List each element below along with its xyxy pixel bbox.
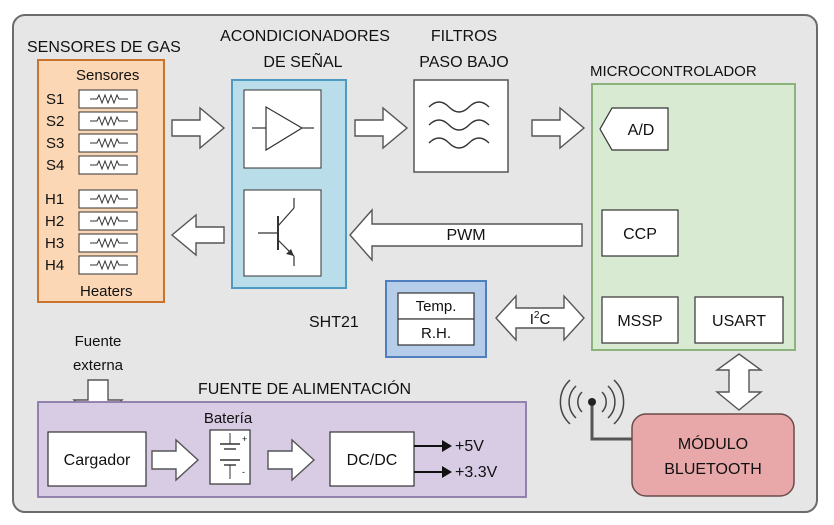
sensor-resistor-s2 — [78, 111, 138, 131]
dcdc-label: DC/DC — [347, 452, 398, 469]
antenna-icon — [559, 379, 632, 441]
bluetooth-label-line1: MÓDULO — [678, 434, 748, 453]
sht21-label: SHT21 — [309, 314, 359, 331]
pwm-label: PWM — [446, 227, 485, 244]
charger-block — [47, 431, 147, 487]
conditioners-title-line2: DE SEÑAL — [263, 51, 342, 71]
heater-resistor-h1 — [78, 189, 138, 209]
usart-block — [694, 296, 784, 344]
sensors-title: SENSORES DE GAS — [27, 39, 181, 56]
bluetooth-module — [631, 413, 795, 497]
arrow-usart-bluetooth — [714, 353, 764, 411]
heaters-label: Heaters — [80, 283, 133, 300]
external-source-line2: externa — [73, 357, 124, 374]
arrow-battery-to-dcdc — [267, 438, 316, 482]
external-source-line1: Fuente — [75, 333, 122, 350]
ccp-label: CCP — [623, 226, 657, 243]
heater-resistor-h4 — [78, 255, 138, 275]
sensor-label-s4: S4 — [46, 157, 64, 174]
heater-label-h2: H2 — [45, 213, 64, 230]
bluetooth-label-line2: BLUETOOTH — [664, 461, 762, 478]
sensor-resistor-s4 — [78, 155, 138, 175]
sensor-resistor-s3 — [78, 133, 138, 153]
heater-label-h4: H4 — [45, 257, 64, 274]
arrow-filters-to-mcu — [531, 106, 586, 150]
transistor-icon — [243, 189, 322, 277]
heater-label-h3: H3 — [45, 235, 64, 252]
amplifier-icon — [243, 89, 322, 169]
arrow-conditioners-to-heaters — [170, 213, 225, 257]
humidity-label: R.H. — [421, 325, 451, 342]
output-arrow-3v3 — [414, 466, 452, 478]
sensor-label-s2: S2 — [46, 113, 64, 130]
svg-text:-: - — [242, 467, 245, 477]
arrow-pwm — [349, 208, 583, 262]
conditioners-title-line1: ACONDICIONADORES — [220, 28, 390, 45]
arrow-sensors-to-conditioners — [171, 106, 226, 150]
usart-label: USART — [712, 313, 766, 330]
sensor-resistor-s1 — [78, 89, 138, 109]
charger-label: Cargador — [64, 452, 131, 469]
dcdc-block — [329, 431, 415, 487]
filter-block — [413, 79, 509, 173]
output-arrow-5v — [414, 440, 452, 452]
sensor-label-s3: S3 — [46, 135, 64, 152]
temperature-label: Temp. — [416, 298, 457, 315]
arrow-i2c-bus — [495, 294, 585, 342]
ad-converter-block — [599, 107, 669, 151]
mssp-block — [601, 296, 679, 344]
humidity-cell — [397, 318, 475, 346]
ad-label: A/D — [628, 122, 655, 139]
sensors-label: Sensores — [76, 67, 139, 84]
mssp-label: MSSP — [617, 313, 662, 330]
heater-resistor-h3 — [78, 233, 138, 253]
heater-resistor-h2 — [78, 211, 138, 231]
sensor-label-s1: S1 — [46, 91, 64, 108]
svg-text:+: + — [242, 434, 247, 444]
battery-icon: + - — [209, 429, 251, 485]
heater-label-h1: H1 — [45, 191, 64, 208]
filters-title-line1: FILTROS — [431, 28, 497, 45]
output-5v-label: +5V — [455, 438, 484, 455]
ccp-block — [601, 209, 679, 257]
mcu-title: MICROCONTROLADOR — [590, 63, 757, 80]
power-title: FUENTE DE ALIMENTACIÓN — [198, 379, 411, 398]
filters-title-line2: PASO BAJO — [419, 54, 509, 71]
battery-label: Batería — [204, 410, 253, 427]
i2c-label: I2C — [530, 310, 551, 328]
output-3v3-label: +3.3V — [455, 464, 498, 481]
arrow-conditioners-to-filters — [354, 106, 409, 150]
arrow-charger-to-battery — [151, 438, 200, 482]
